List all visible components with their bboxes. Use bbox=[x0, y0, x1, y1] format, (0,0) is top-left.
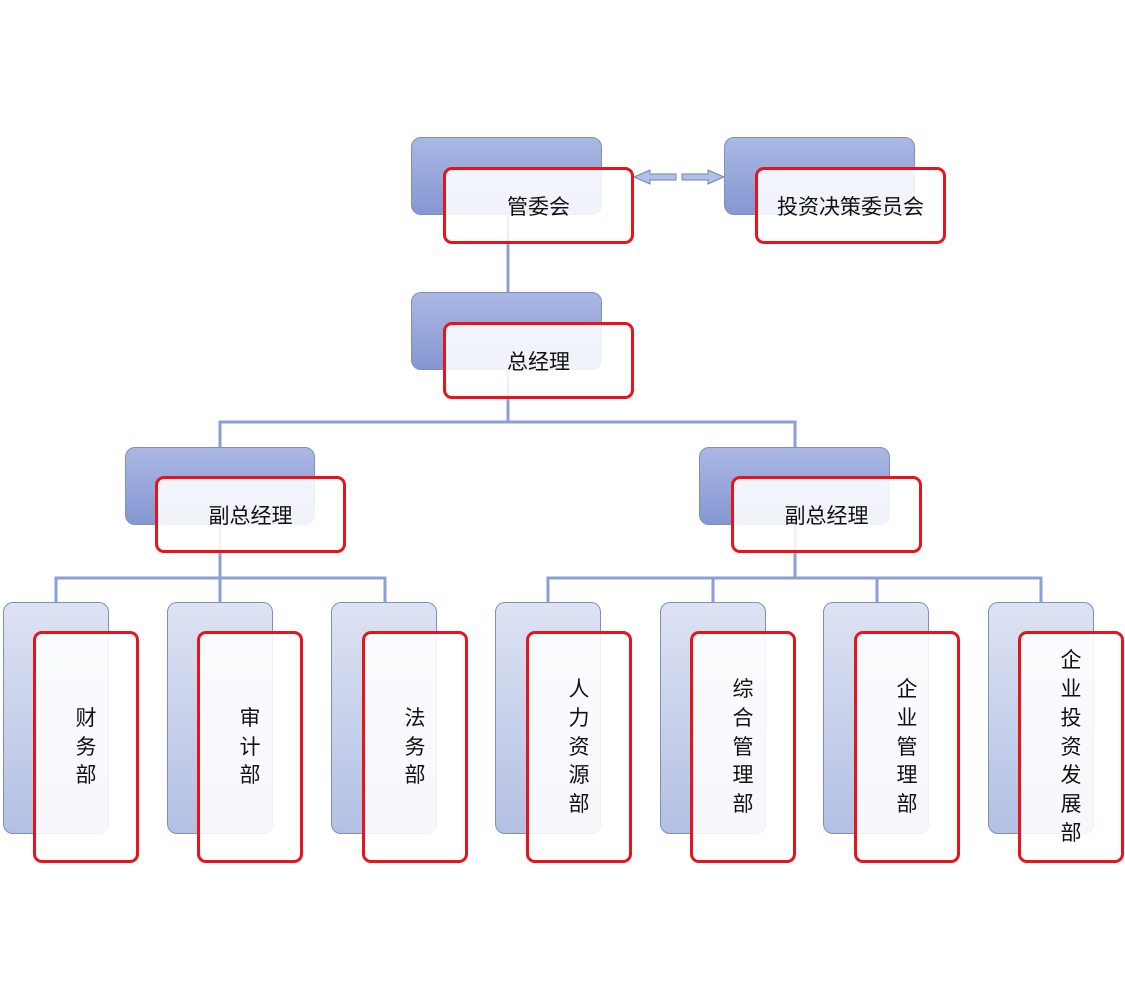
deputy-gm-right-label: 副总经理 bbox=[784, 503, 869, 528]
committee-label: 管委会 bbox=[507, 194, 570, 219]
double-arrow bbox=[632, 169, 726, 185]
deputy-gm-right-box[interactable]: 副总经理 bbox=[731, 476, 922, 553]
finance-dept-label: 财务部 bbox=[75, 705, 97, 788]
connector-gm-deputies bbox=[218, 420, 797, 447]
enterprise-invest-dept-box[interactable]: 企业投资发展部 bbox=[1018, 631, 1124, 863]
hr-dept-label: 人力资源部 bbox=[568, 677, 590, 817]
hr-dept-box[interactable]: 人力资源部 bbox=[526, 631, 632, 863]
legal-dept-box[interactable]: 法务部 bbox=[362, 631, 468, 863]
general-manager-box[interactable]: 总经理 bbox=[443, 322, 634, 399]
deputy-gm-left-box[interactable]: 副总经理 bbox=[155, 476, 346, 553]
audit-dept-label: 审计部 bbox=[239, 705, 261, 788]
committee-box[interactable]: 管委会 bbox=[443, 167, 634, 244]
enterprise-mgmt-dept-label: 企业管理部 bbox=[896, 677, 918, 817]
arrow-left-icon bbox=[632, 169, 677, 185]
legal-dept-label: 法务部 bbox=[404, 705, 426, 788]
general-admin-dept-box[interactable]: 综合管理部 bbox=[690, 631, 796, 863]
investment-committee-label: 投资决策委员会 bbox=[777, 194, 924, 219]
connector-right-depts bbox=[546, 576, 1043, 602]
deputy-gm-left-label: 副总经理 bbox=[208, 503, 293, 528]
audit-dept-box[interactable]: 审计部 bbox=[197, 631, 303, 863]
enterprise-invest-dept-label: 企业投资发展部 bbox=[1060, 648, 1082, 845]
enterprise-mgmt-dept-box[interactable]: 企业管理部 bbox=[854, 631, 960, 863]
finance-dept-box[interactable]: 财务部 bbox=[33, 631, 139, 863]
investment-committee-box[interactable]: 投资决策委员会 bbox=[755, 167, 946, 244]
general-manager-label: 总经理 bbox=[507, 349, 570, 374]
arrow-right-icon bbox=[681, 169, 726, 185]
general-admin-dept-label: 综合管理部 bbox=[732, 677, 754, 817]
